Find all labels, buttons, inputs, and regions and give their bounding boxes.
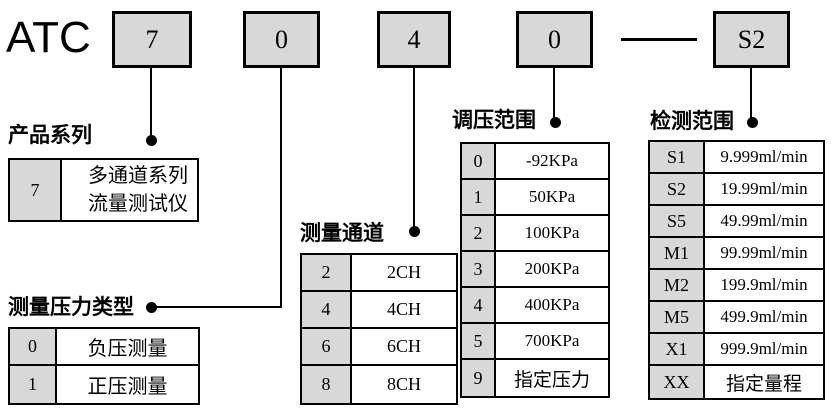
code-cell: M5 [650,302,705,332]
connector-line-pressure-range [553,66,555,122]
table-row: 4 400KPa [462,288,608,324]
value-cell: 199.9ml/min [720,275,808,294]
value-cell: 50KPa [528,187,576,206]
value-cell: 200KPa [524,259,580,278]
code-segment-box-3: 4 [377,11,451,68]
code-cell: 4 [302,292,352,327]
table-row: M5 499.9ml/min [650,302,823,334]
code-cell: 2 [302,255,352,290]
code-cell: 0 [462,144,496,178]
table-row: 6 6CH [302,329,456,366]
table-pressure-range: 0 -92KPa 1 50KPa 2 100KPa 3 200KPa 4 400… [460,142,610,398]
table-row: S1 9.999ml/min [650,142,823,174]
code-cell: 6 [302,329,352,364]
value-cell: 499.9ml/min [720,307,808,326]
code-cell: 8 [302,366,352,403]
table-row: 9 指定压力 [462,360,608,396]
table-row: 8 8CH [302,366,456,403]
connector-line-detection-range [750,66,752,122]
table-row: 1 正压测量 [10,366,198,403]
value-cell: 9.999ml/min [720,147,808,166]
value-cell: 999.9ml/min [720,339,808,358]
table-row: 0 -92KPa [462,144,608,180]
value-line-2: 流量测试仪 [88,193,188,215]
value-cell: 指定量程 [725,373,802,395]
code-cell: 5 [462,324,496,358]
value-cell: 指定压力 [513,369,590,391]
section-title-detection-range: 检测范围 [650,110,734,133]
table-row: 0 负压测量 [10,329,198,366]
value-cell: 4CH [386,299,421,319]
section-title-pressure-range: 调压范围 [452,109,536,132]
section-title-channels: 测量通道 [300,222,384,245]
value-cell: -92KPa [526,151,578,170]
code-cell: XX [650,366,705,398]
code-cell: 2 [462,216,496,250]
code-cell: 0 [10,329,57,364]
connector-dot-product-series [146,135,157,146]
connector-dot-channels [409,226,420,237]
connector-dot-pressure-type [146,302,157,313]
code-cell: 7 [10,160,62,220]
value-cell: 6CH [386,336,421,356]
table-row: 2 100KPa [462,216,608,252]
table-row: 3 200KPa [462,252,608,288]
table-row: 5 700KPa [462,324,608,360]
code-cell: S2 [650,174,705,204]
code-cell: 1 [10,366,57,403]
value-line-1: 多通道系列 [88,165,188,187]
code-cell: X1 [650,334,705,364]
value-cell: 99.99ml/min [720,243,808,262]
table-row: M2 199.9ml/min [650,270,823,302]
connector-dot-detection-range [747,117,758,128]
value-cell: 负压测量 [87,338,168,360]
connector-line-channels [413,66,415,230]
code-separator-dash [621,38,697,41]
value-cell: 正压测量 [87,376,168,398]
code-cell: 3 [462,252,496,286]
table-pressure-type: 0 负压测量 1 正压测量 [8,327,200,405]
value-cell: 700KPa [524,331,580,350]
table-row: X1 999.9ml/min [650,334,823,366]
section-title-pressure-type: 测量压力类型 [8,296,134,319]
table-row: XX 指定量程 [650,366,823,398]
value-cell: 8CH [386,374,421,394]
code-cell: M2 [650,270,705,300]
table-row: S2 19.99ml/min [650,174,823,206]
table-row: M1 99.99ml/min [650,238,823,270]
section-title-product-series: 产品系列 [8,124,92,147]
table-row: 7 多通道系列 流量测试仪 [10,160,197,220]
value-cell: 49.99ml/min [720,211,808,230]
table-row: 4 4CH [302,292,456,329]
code-segment-box-1: 7 [112,11,192,68]
table-row: 2 2CH [302,255,456,292]
code-segment-box-5: S2 [713,11,790,68]
value-cell: 多通道系列 流量测试仪 [62,160,197,220]
code-cell: 4 [462,288,496,322]
code-segment-box-4: 0 [516,11,593,68]
code-cell: M1 [650,238,705,268]
value-cell: 400KPa [524,295,580,314]
value-cell: 2CH [386,262,421,282]
connector-dot-pressure-range [550,117,561,128]
table-detection-range: S1 9.999ml/min S2 19.99ml/min S5 49.99ml… [648,140,825,400]
code-segment-box-2: 0 [243,11,320,68]
brand-label: ATC [6,13,91,62]
table-row: S5 49.99ml/min [650,206,823,238]
code-cell: 9 [462,360,496,396]
code-cell: 1 [462,180,496,214]
value-cell: 19.99ml/min [720,179,808,198]
code-cell: S5 [650,206,705,236]
table-channels: 2 2CH 4 4CH 6 6CH 8 8CH [300,253,458,405]
code-cell: S1 [650,142,705,172]
table-row: 1 50KPa [462,180,608,216]
table-product-series: 7 多通道系列 流量测试仪 [8,158,199,222]
value-cell: 100KPa [524,223,580,242]
connector-line-pressure-type-horizontal [151,306,282,308]
connector-line-pressure-type-vertical [280,66,282,308]
connector-line-product-series [150,66,152,136]
